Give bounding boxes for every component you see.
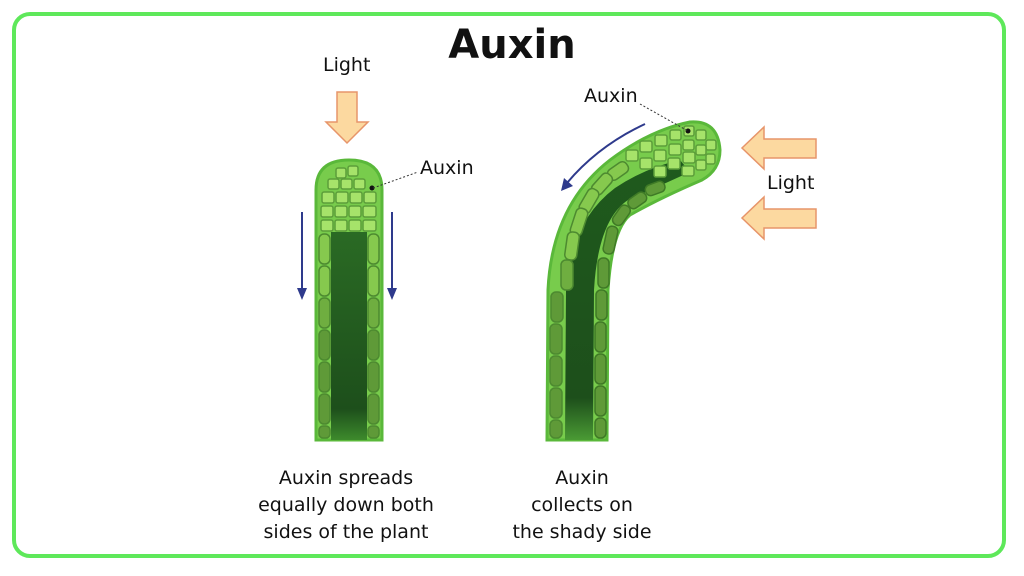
right-light-arrow-top xyxy=(740,125,817,171)
right-auxin-flow-arrowhead xyxy=(561,178,573,191)
left-auxin-label: Auxin xyxy=(420,157,474,179)
right-caption-line-1: Auxin xyxy=(555,467,609,489)
straight-shoot-auxin-dot xyxy=(369,185,375,191)
left-light-arrow xyxy=(324,91,370,145)
bent-shoot xyxy=(545,120,722,442)
left-caption-line-1: Auxin spreads xyxy=(278,467,414,489)
straight-shoot-left-cells xyxy=(318,233,331,439)
right-caption-line-2: collects on xyxy=(531,494,633,516)
diagram-frame xyxy=(12,12,1006,558)
right-auxin-flow-arrow xyxy=(566,123,646,184)
right-caption: Auxin collects on the shady side xyxy=(492,465,672,546)
bent-shoot-inner-cells xyxy=(594,180,666,439)
right-light-arrow-bottom xyxy=(740,195,817,241)
bent-shoot-tip-cells xyxy=(625,125,717,178)
straight-shoot-core xyxy=(331,232,367,440)
left-caption: Auxin spreads equally down both sides of… xyxy=(246,465,446,546)
bent-shoot-outer-cells xyxy=(549,160,630,439)
left-light-label: Light xyxy=(323,54,371,76)
right-caption-line-3: the shady side xyxy=(512,521,652,543)
right-auxin-label: Auxin xyxy=(584,85,638,107)
straight-shoot-right-cells xyxy=(367,233,380,439)
left-auxin-flow-arrows xyxy=(297,212,397,300)
bent-shoot-core xyxy=(565,160,690,440)
diagram-title: Auxin xyxy=(448,22,576,68)
straight-shoot-tip-cells xyxy=(320,165,377,232)
left-caption-line-3: sides of the plant xyxy=(263,521,429,543)
right-light-label: Light xyxy=(767,172,815,194)
straight-shoot xyxy=(314,158,384,442)
right-auxin-leader-line xyxy=(639,103,689,132)
left-caption-line-2: equally down both xyxy=(258,494,434,516)
